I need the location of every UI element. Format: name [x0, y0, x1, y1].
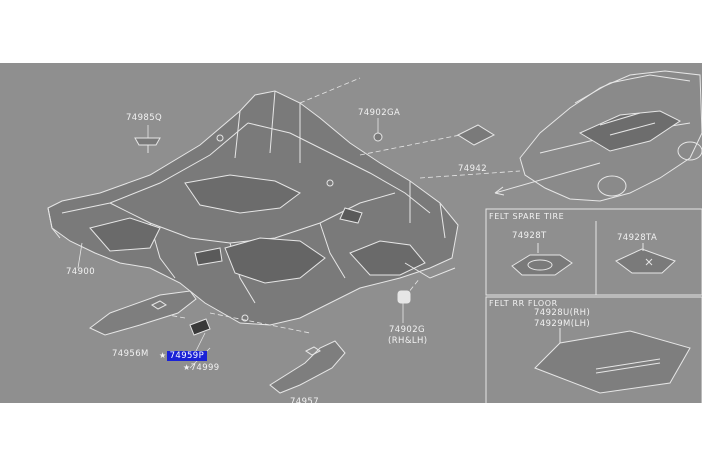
felt-74928ta-drawing: [615, 243, 676, 274]
grommet-74959p-drawing: [189, 318, 211, 336]
part-label-74900[interactable]: 74900: [66, 267, 96, 277]
clip-74985q-drawing: [134, 137, 161, 153]
part-label-74957[interactable]: 74957: [290, 397, 320, 403]
mat-74956m-drawing: [89, 290, 197, 336]
part-label-74942[interactable]: 74942: [458, 164, 488, 174]
part-label-74985q[interactable]: 74985Q: [126, 113, 163, 123]
part-label-74928t[interactable]: 74928T: [512, 231, 547, 241]
part-label-rh-lh: (RH&LH): [388, 336, 428, 346]
clip-74902g-drawing: [397, 290, 411, 304]
part-label-74928ta[interactable]: 74928TA: [617, 233, 658, 243]
part-label-74929m[interactable]: 74929M(LH): [534, 319, 591, 329]
highlighted-part-number: 74959P: [166, 351, 208, 361]
felt-rr-floor-drawing: [534, 328, 691, 394]
parts-diagram-drawing: [47, 70, 702, 403]
dashed-guides: [129, 77, 521, 334]
star-mark: ★: [159, 351, 167, 360]
star-mark: ★: [183, 363, 191, 372]
part-label-74956m[interactable]: 74956M: [112, 349, 149, 359]
felt-rr-floor-heading: FELT RR FLOOR: [489, 299, 558, 308]
felt-spare-tire-heading: FELT SPARE TIRE: [489, 212, 565, 221]
parts-diagram-panel: 74985Q 74902GA 74942 74900 74956M ★74959…: [0, 63, 702, 403]
car-arrow: [494, 162, 601, 196]
clip-74902ga-drawing: [373, 132, 383, 142]
part-label-74959p[interactable]: ★74959P: [159, 351, 208, 361]
felt-rr-floor-box: [485, 296, 702, 403]
floor-carpet-drawing: [47, 90, 459, 326]
part-label-74902g[interactable]: 74902G: [389, 325, 426, 335]
felt-spare-tire-box: [485, 208, 702, 296]
part-number: 74999: [190, 363, 220, 373]
part-label-74902ga[interactable]: 74902GA: [358, 108, 401, 118]
car-overview-drawing: [519, 70, 702, 202]
part-label-74928u[interactable]: 74928U(RH): [534, 308, 591, 318]
felt-74928t-drawing: [511, 243, 573, 276]
part-label-74999[interactable]: ★74999: [183, 363, 220, 373]
mat-74957-drawing: [269, 340, 346, 394]
pad-74942-drawing: [456, 124, 496, 146]
